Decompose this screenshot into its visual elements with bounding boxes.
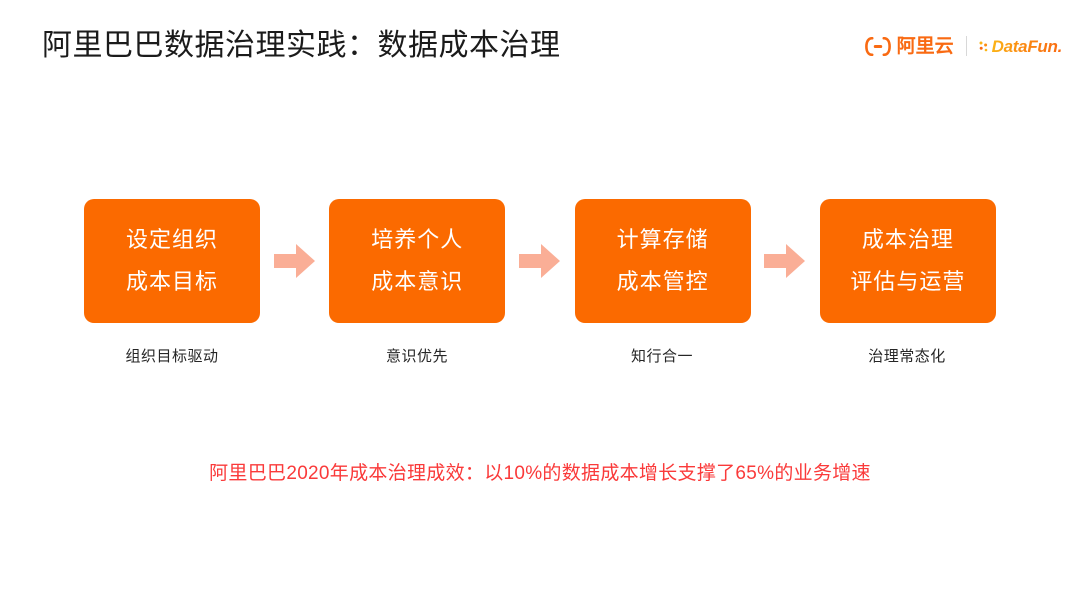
- flow-caption-4: 治理常态化: [868, 348, 946, 365]
- brand-bar: 阿里云 DataFun.: [864, 30, 1062, 62]
- arrow-right-icon-2: [518, 244, 560, 278]
- flow-caption-cell-4: 治理常态化: [819, 347, 995, 367]
- datafun-wordmark: DataFun.: [991, 36, 1063, 56]
- flow-captions: 组织目标驱动 意识优先 知行合一 治理常态化: [84, 347, 996, 367]
- datafun-logo: DataFun.: [979, 38, 1062, 55]
- arrow-right-icon-3: [764, 244, 806, 278]
- flow-caption-2: 意识优先: [385, 348, 448, 365]
- caption-spacer-1: [260, 347, 329, 367]
- results-highlight-text: 阿里巴巴2020年成本治理成效：以10%的数据成本增长支撑了65%的业务增速: [209, 463, 871, 484]
- alibaba-cloud-logo: 阿里云: [864, 35, 954, 57]
- flow-step-3[interactable]: 计算存储 成本管控: [574, 199, 751, 323]
- flow-step-2-line1: 培养个人: [371, 227, 464, 252]
- process-flow: 设定组织 成本目标 培养个人 成本意识 计算存储 成本管控 成本治理 评估与运营: [84, 199, 996, 323]
- flow-step-3-line1: 计算存储: [616, 227, 709, 252]
- caption-spacer-2: [505, 347, 574, 367]
- flow-caption-1: 组织目标驱动: [125, 348, 219, 365]
- page-title: 阿里巴巴数据治理实践：数据成本治理: [42, 29, 561, 62]
- flow-step-4[interactable]: 成本治理 评估与运营: [819, 199, 996, 323]
- brand-divider: [965, 36, 967, 56]
- flow-step-2-line2: 成本意识: [371, 269, 464, 294]
- flow-caption-cell-1: 组织目标驱动: [84, 347, 260, 367]
- flow-step-1-line2: 成本目标: [125, 269, 218, 294]
- flow-step-2[interactable]: 培养个人 成本意识: [329, 199, 506, 323]
- flow-caption-3: 知行合一: [630, 348, 693, 365]
- caption-spacer-3: [750, 347, 819, 367]
- flow-caption-cell-2: 意识优先: [329, 347, 505, 367]
- arrow-right-icon-1: [273, 244, 315, 278]
- flow-step-4-line1: 成本治理: [861, 227, 954, 252]
- datafun-dots-icon: [979, 41, 987, 51]
- alibaba-cloud-bracket-icon: [864, 36, 891, 56]
- flow-step-1-line1: 设定组织: [125, 227, 218, 252]
- flow-step-4-line2: 评估与运营: [850, 269, 966, 294]
- flow-step-1[interactable]: 设定组织 成本目标: [84, 199, 260, 323]
- flow-caption-cell-3: 知行合一: [574, 347, 750, 367]
- flow-step-3-line2: 成本管控: [616, 269, 709, 294]
- alibaba-cloud-wordmark: 阿里云: [896, 35, 954, 57]
